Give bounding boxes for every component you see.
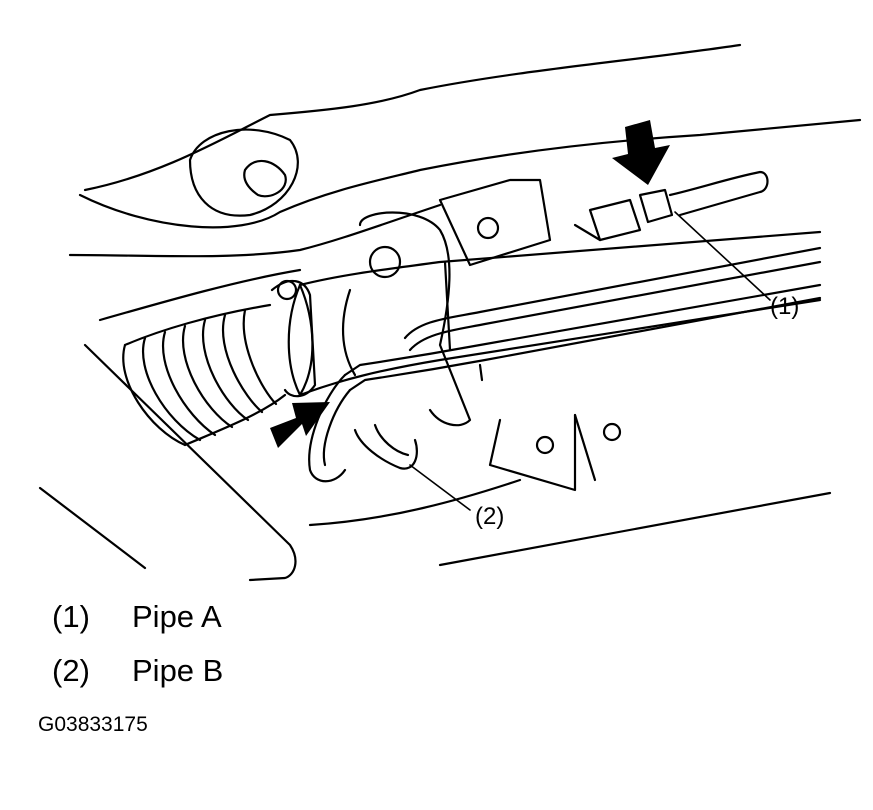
legend-label: Pipe A (132, 599, 222, 634)
gearbox-housing (287, 230, 822, 397)
steering-gearbox-illustration (38, 43, 862, 582)
legend-item-pipe-b: (2) Pipe B (52, 654, 223, 688)
pipe-a-fitting (573, 170, 769, 242)
pipes (308, 246, 822, 483)
rear-bracket (488, 413, 622, 492)
legend-number: (1) (52, 599, 90, 634)
figure-id: G03833175 (38, 713, 148, 736)
legend-label: Pipe B (132, 653, 224, 688)
legend-number: (2) (52, 653, 90, 688)
callout-1: (1) (770, 293, 800, 320)
leader-line-1 (674, 211, 771, 301)
arrow-down-icon (612, 120, 670, 185)
arrow-right-icon (270, 402, 330, 448)
legend-item-pipe-a: (1) Pipe A (52, 600, 222, 634)
leader-line-2 (409, 464, 471, 511)
boot-clamp (270, 279, 317, 398)
mounting-bracket (358, 178, 552, 427)
rubber-boot (122, 303, 287, 447)
underbody-outline (38, 43, 862, 582)
callout-2: (2) (475, 503, 505, 530)
